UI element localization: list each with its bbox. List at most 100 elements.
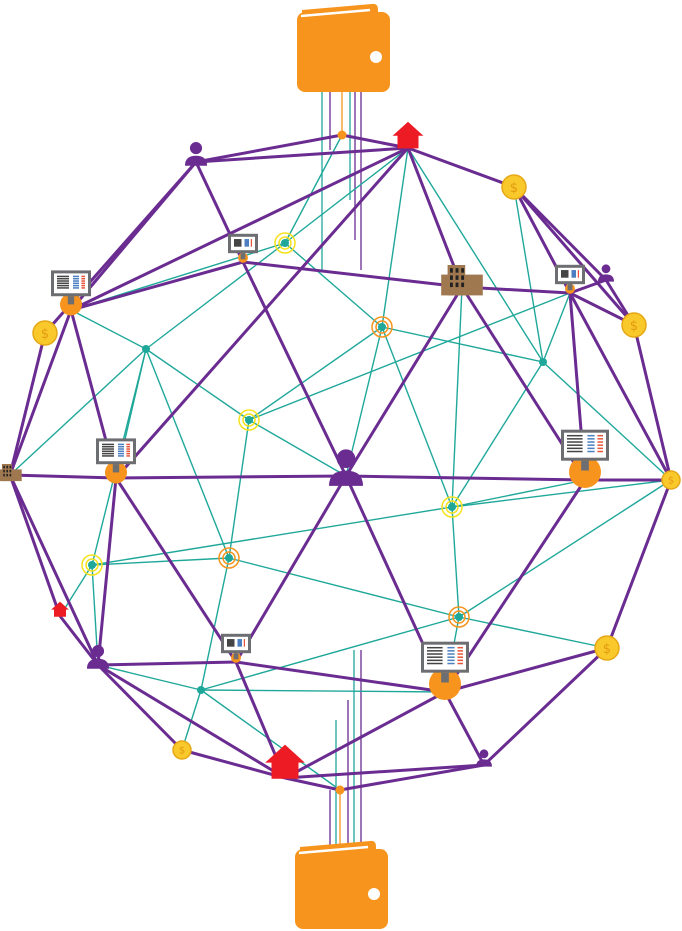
teal-link (145, 242, 286, 350)
hub-target-ring (218, 547, 240, 569)
hub-dot (378, 323, 386, 331)
building-window (461, 268, 465, 273)
building-window (3, 473, 5, 477)
monitor-stand (112, 464, 120, 473)
building-window (455, 282, 459, 288)
coin-symbol: $ (179, 746, 185, 757)
person-head (601, 264, 611, 274)
wallet-body (297, 12, 390, 92)
coin-circle (594, 635, 620, 661)
teal-link (284, 147, 409, 244)
coin-circle (32, 320, 58, 346)
house-shape (265, 744, 305, 779)
house-icon (51, 601, 69, 617)
wallet-stitch (300, 8, 371, 18)
purple-link (407, 146, 515, 189)
purple-link (569, 278, 607, 295)
building-window (6, 465, 9, 469)
hub-dot (455, 613, 463, 621)
hub-dot (225, 554, 233, 562)
coin-symbol: $ (41, 327, 49, 342)
purple-link (8, 309, 73, 476)
purple-link (443, 691, 486, 766)
teal-link (458, 479, 672, 618)
wallet-stitch (298, 845, 369, 855)
teal-link (451, 479, 586, 508)
monitor-stand (441, 672, 449, 683)
person-head (336, 449, 356, 469)
purple-link (114, 147, 410, 479)
icon-nodes: $$$$$$ (0, 3, 681, 929)
teal-link (513, 186, 544, 363)
building-window (450, 282, 453, 288)
purple-link (195, 146, 409, 164)
wallet-clasp (370, 51, 382, 63)
building-icon (0, 464, 22, 482)
coin-circle (621, 312, 647, 338)
coin-symbol: $ (510, 181, 518, 196)
monitor-base-circle (60, 293, 82, 316)
hub-target-ring (445, 500, 459, 514)
monitor-icon (561, 429, 609, 488)
purple-link (97, 660, 237, 667)
teal-link (248, 419, 347, 477)
purple-link (8, 474, 100, 666)
wallet-body (295, 849, 388, 929)
monitor-icon (221, 633, 251, 663)
teal-link (451, 286, 463, 508)
teal-link (248, 292, 571, 421)
person-body (476, 759, 492, 767)
purple-link (96, 477, 118, 666)
teal-link (97, 664, 202, 691)
monitor-base-circle (105, 461, 127, 484)
monitor-stand (67, 296, 75, 305)
teal-link (451, 361, 544, 508)
hub-dot (142, 345, 150, 353)
monitor-icon (228, 233, 258, 263)
purple-link (181, 748, 286, 780)
purple-link (96, 663, 184, 752)
teal-link (451, 506, 460, 618)
building-window (9, 469, 12, 473)
building-window (9, 473, 12, 477)
building-window (3, 469, 5, 473)
purple-link (339, 763, 485, 792)
building-window (455, 268, 459, 273)
hub-target-ring (371, 316, 393, 338)
person-body (329, 470, 363, 486)
house-icon (265, 744, 305, 779)
purple-link (241, 261, 348, 477)
monitor-icon (555, 264, 585, 294)
building-window (461, 275, 465, 280)
purple-link (284, 763, 485, 780)
building-window (450, 268, 453, 273)
monitor-stand (581, 460, 589, 471)
teal-link (248, 326, 383, 421)
teal-link (9, 348, 147, 476)
purple-link (115, 474, 347, 480)
hub-dot (197, 686, 205, 694)
person-icon (329, 449, 363, 486)
person-head (91, 645, 105, 658)
monitor-base-circle (569, 455, 601, 488)
teal-link (381, 147, 409, 328)
building-window (3, 465, 5, 469)
monitor-stand (240, 253, 246, 260)
teal-link (284, 134, 343, 244)
hub-target-ring (85, 558, 99, 572)
teal-link (91, 506, 453, 566)
building-icon (441, 265, 483, 296)
person-icon (185, 142, 207, 166)
teal-link (200, 557, 230, 691)
monitor-stand (567, 284, 573, 291)
hub-target-ring (238, 409, 260, 431)
teal-link (542, 361, 672, 481)
purple-link (345, 474, 586, 482)
hub-dot (245, 416, 253, 424)
hub-dot (448, 503, 456, 511)
purple-link (235, 660, 446, 694)
teal-link (345, 326, 383, 477)
person-icon (476, 749, 492, 767)
building-window (455, 275, 459, 280)
person-body (87, 658, 109, 669)
